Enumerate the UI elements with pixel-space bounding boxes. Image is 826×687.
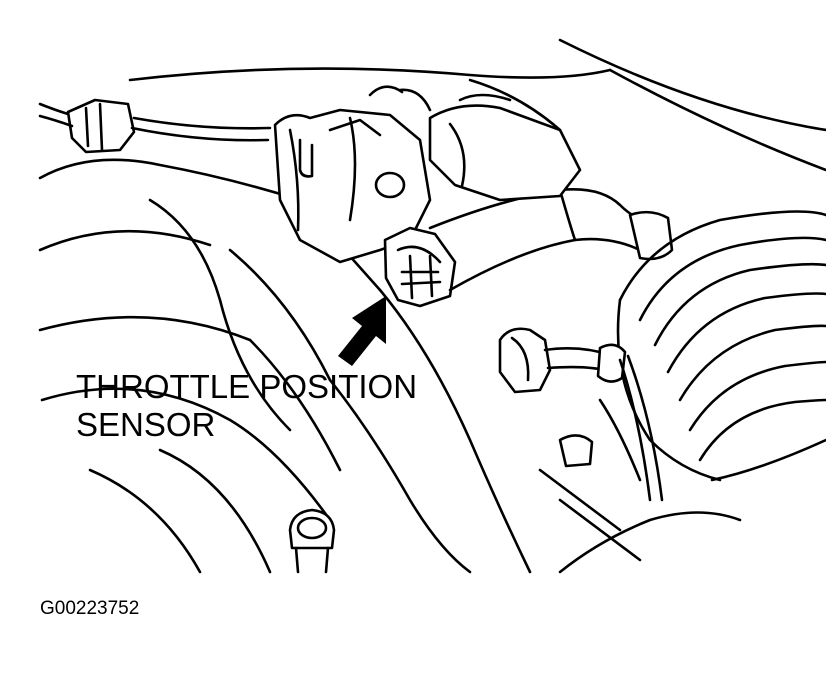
hose-fitting <box>498 327 664 562</box>
label-line-1: THROTTLE POSITION <box>76 368 417 405</box>
intake-duct <box>616 210 826 482</box>
throttle-body <box>273 85 432 264</box>
callout-arrow <box>338 296 386 366</box>
label-line-2: SENSOR <box>76 406 215 443</box>
callout-label: THROTTLE POSITION SENSOR <box>76 368 417 443</box>
wire-connector-top-left <box>38 98 272 154</box>
engine-bay-artwork <box>38 38 826 574</box>
reservoir <box>428 78 582 202</box>
intake-manifold <box>38 158 532 574</box>
hood-lines <box>128 38 826 172</box>
figure-code: G00223752 <box>40 598 139 619</box>
frame-lines <box>558 511 742 574</box>
bolt-lower <box>288 508 336 574</box>
throttle-position-sensor <box>383 226 457 308</box>
